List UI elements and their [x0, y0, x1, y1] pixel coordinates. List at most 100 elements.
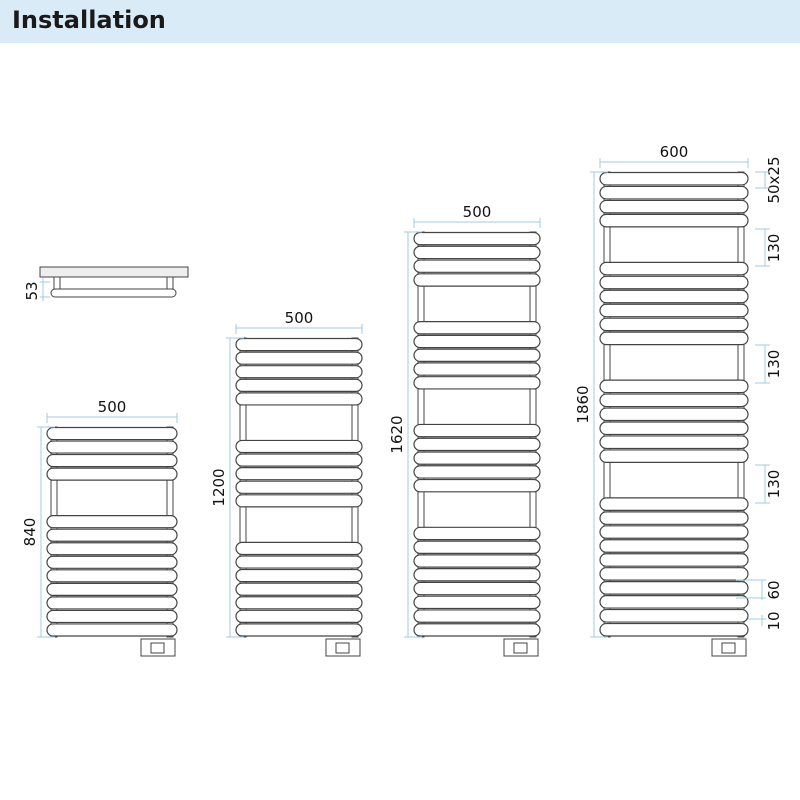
- control-icon: [513, 642, 528, 654]
- towel-bar: [46, 542, 178, 556]
- towel-bar: [235, 596, 363, 610]
- towel-bar: [46, 453, 178, 468]
- radiator-1860: 600 1860: [574, 143, 749, 657]
- width-label: 500: [285, 309, 314, 327]
- towel-bar: [235, 337, 363, 352]
- towel-bar: [413, 273, 541, 287]
- height-label: 1200: [210, 468, 228, 506]
- control-icon: [335, 642, 350, 654]
- towel-bar: [599, 595, 749, 609]
- towel-bar: [599, 379, 749, 394]
- towel-bar: [413, 320, 541, 335]
- side-bar: [50, 288, 177, 298]
- towel-bar: [413, 540, 541, 554]
- towel-bar: [235, 467, 363, 481]
- radiator-840: 500 840: [21, 398, 178, 657]
- page-title: Installation: [12, 6, 166, 34]
- towel-bar: [599, 303, 749, 318]
- towel-bar: [235, 365, 363, 379]
- towel-bar: [413, 451, 541, 465]
- side-view: 53: [23, 266, 189, 301]
- towel-bar: [599, 525, 749, 539]
- towel-bar: [235, 582, 363, 596]
- towel-bar: [46, 596, 178, 610]
- gap-label-3: 130: [765, 470, 783, 499]
- towel-bar: [235, 555, 363, 569]
- towel-bar: [599, 608, 749, 623]
- towel-bar: [413, 245, 541, 260]
- towel-bar: [413, 231, 541, 246]
- towel-bar: [413, 465, 541, 479]
- towel-bar: [599, 199, 749, 214]
- radiator-1200: 500 1200: [210, 309, 363, 657]
- height-label: 840: [21, 518, 39, 547]
- towel-bar: [599, 581, 749, 595]
- towel-bar: [46, 467, 178, 481]
- towel-bar: [46, 426, 178, 441]
- towel-bar: [235, 568, 363, 583]
- towel-bar: [413, 554, 541, 568]
- towel-bar: [599, 511, 749, 525]
- towel-bar: [599, 407, 749, 422]
- control-icon: [150, 642, 165, 654]
- spacing-label: 10: [765, 611, 783, 630]
- width-label: 600: [660, 143, 689, 161]
- detail-dimensions: 50x25 130 130 130 60 10: [736, 156, 783, 631]
- towel-bar: [599, 185, 749, 200]
- towel-bar: [235, 494, 363, 508]
- towel-bar: [413, 623, 541, 637]
- towel-bar: [46, 623, 178, 637]
- towel-bar: [413, 423, 541, 438]
- towel-bar: [599, 421, 749, 436]
- towel-bar: [413, 526, 541, 541]
- width-label: 500: [463, 203, 492, 221]
- towel-bar: [413, 478, 541, 493]
- towel-bar: [413, 437, 541, 452]
- towel-bar: [46, 528, 178, 542]
- depth-label: 53: [23, 281, 41, 300]
- towel-bar: [46, 582, 178, 596]
- towel-bar: [46, 609, 178, 624]
- towel-bar: [599, 317, 749, 332]
- towel-bar: [413, 259, 541, 273]
- towel-bar: [235, 439, 363, 454]
- bar-size-label: 50x25: [765, 156, 783, 203]
- width-label: 500: [98, 398, 127, 416]
- towel-bar: [599, 553, 749, 567]
- towel-bar: [46, 440, 178, 454]
- towel-bar: [235, 480, 363, 494]
- towel-bar: [235, 609, 363, 624]
- pitch-label: 60: [765, 580, 783, 599]
- towel-bar: [599, 289, 749, 304]
- towel-bar: [46, 515, 178, 529]
- towel-bar: [599, 261, 749, 276]
- towel-bar: [599, 331, 749, 346]
- towel-bar: [235, 392, 363, 406]
- towel-bar: [413, 334, 541, 349]
- gap-label-1: 130: [765, 234, 783, 263]
- header-bar: Installation: [0, 0, 800, 43]
- towel-bar: [599, 275, 749, 290]
- towel-bar: [235, 623, 363, 637]
- towel-bar: [413, 609, 541, 623]
- towel-bar: [599, 497, 749, 511]
- towel-bar: [413, 348, 541, 363]
- towel-bar: [46, 555, 178, 569]
- towel-bar: [599, 449, 749, 463]
- towel-bar: [413, 568, 541, 582]
- height-label: 1860: [574, 385, 592, 423]
- towel-bar: [599, 539, 749, 553]
- towel-bar: [413, 362, 541, 376]
- gap-label-2: 130: [765, 350, 783, 379]
- towel-bar: [235, 541, 363, 556]
- height-label: 1620: [388, 415, 406, 453]
- wall-section: [39, 266, 189, 278]
- towel-bar: [413, 581, 541, 596]
- towel-bar: [599, 435, 749, 450]
- towel-bar: [413, 376, 541, 390]
- towel-bar: [599, 171, 749, 186]
- towel-bar: [599, 213, 749, 228]
- towel-bar: [235, 378, 363, 392]
- control-icon: [721, 642, 736, 654]
